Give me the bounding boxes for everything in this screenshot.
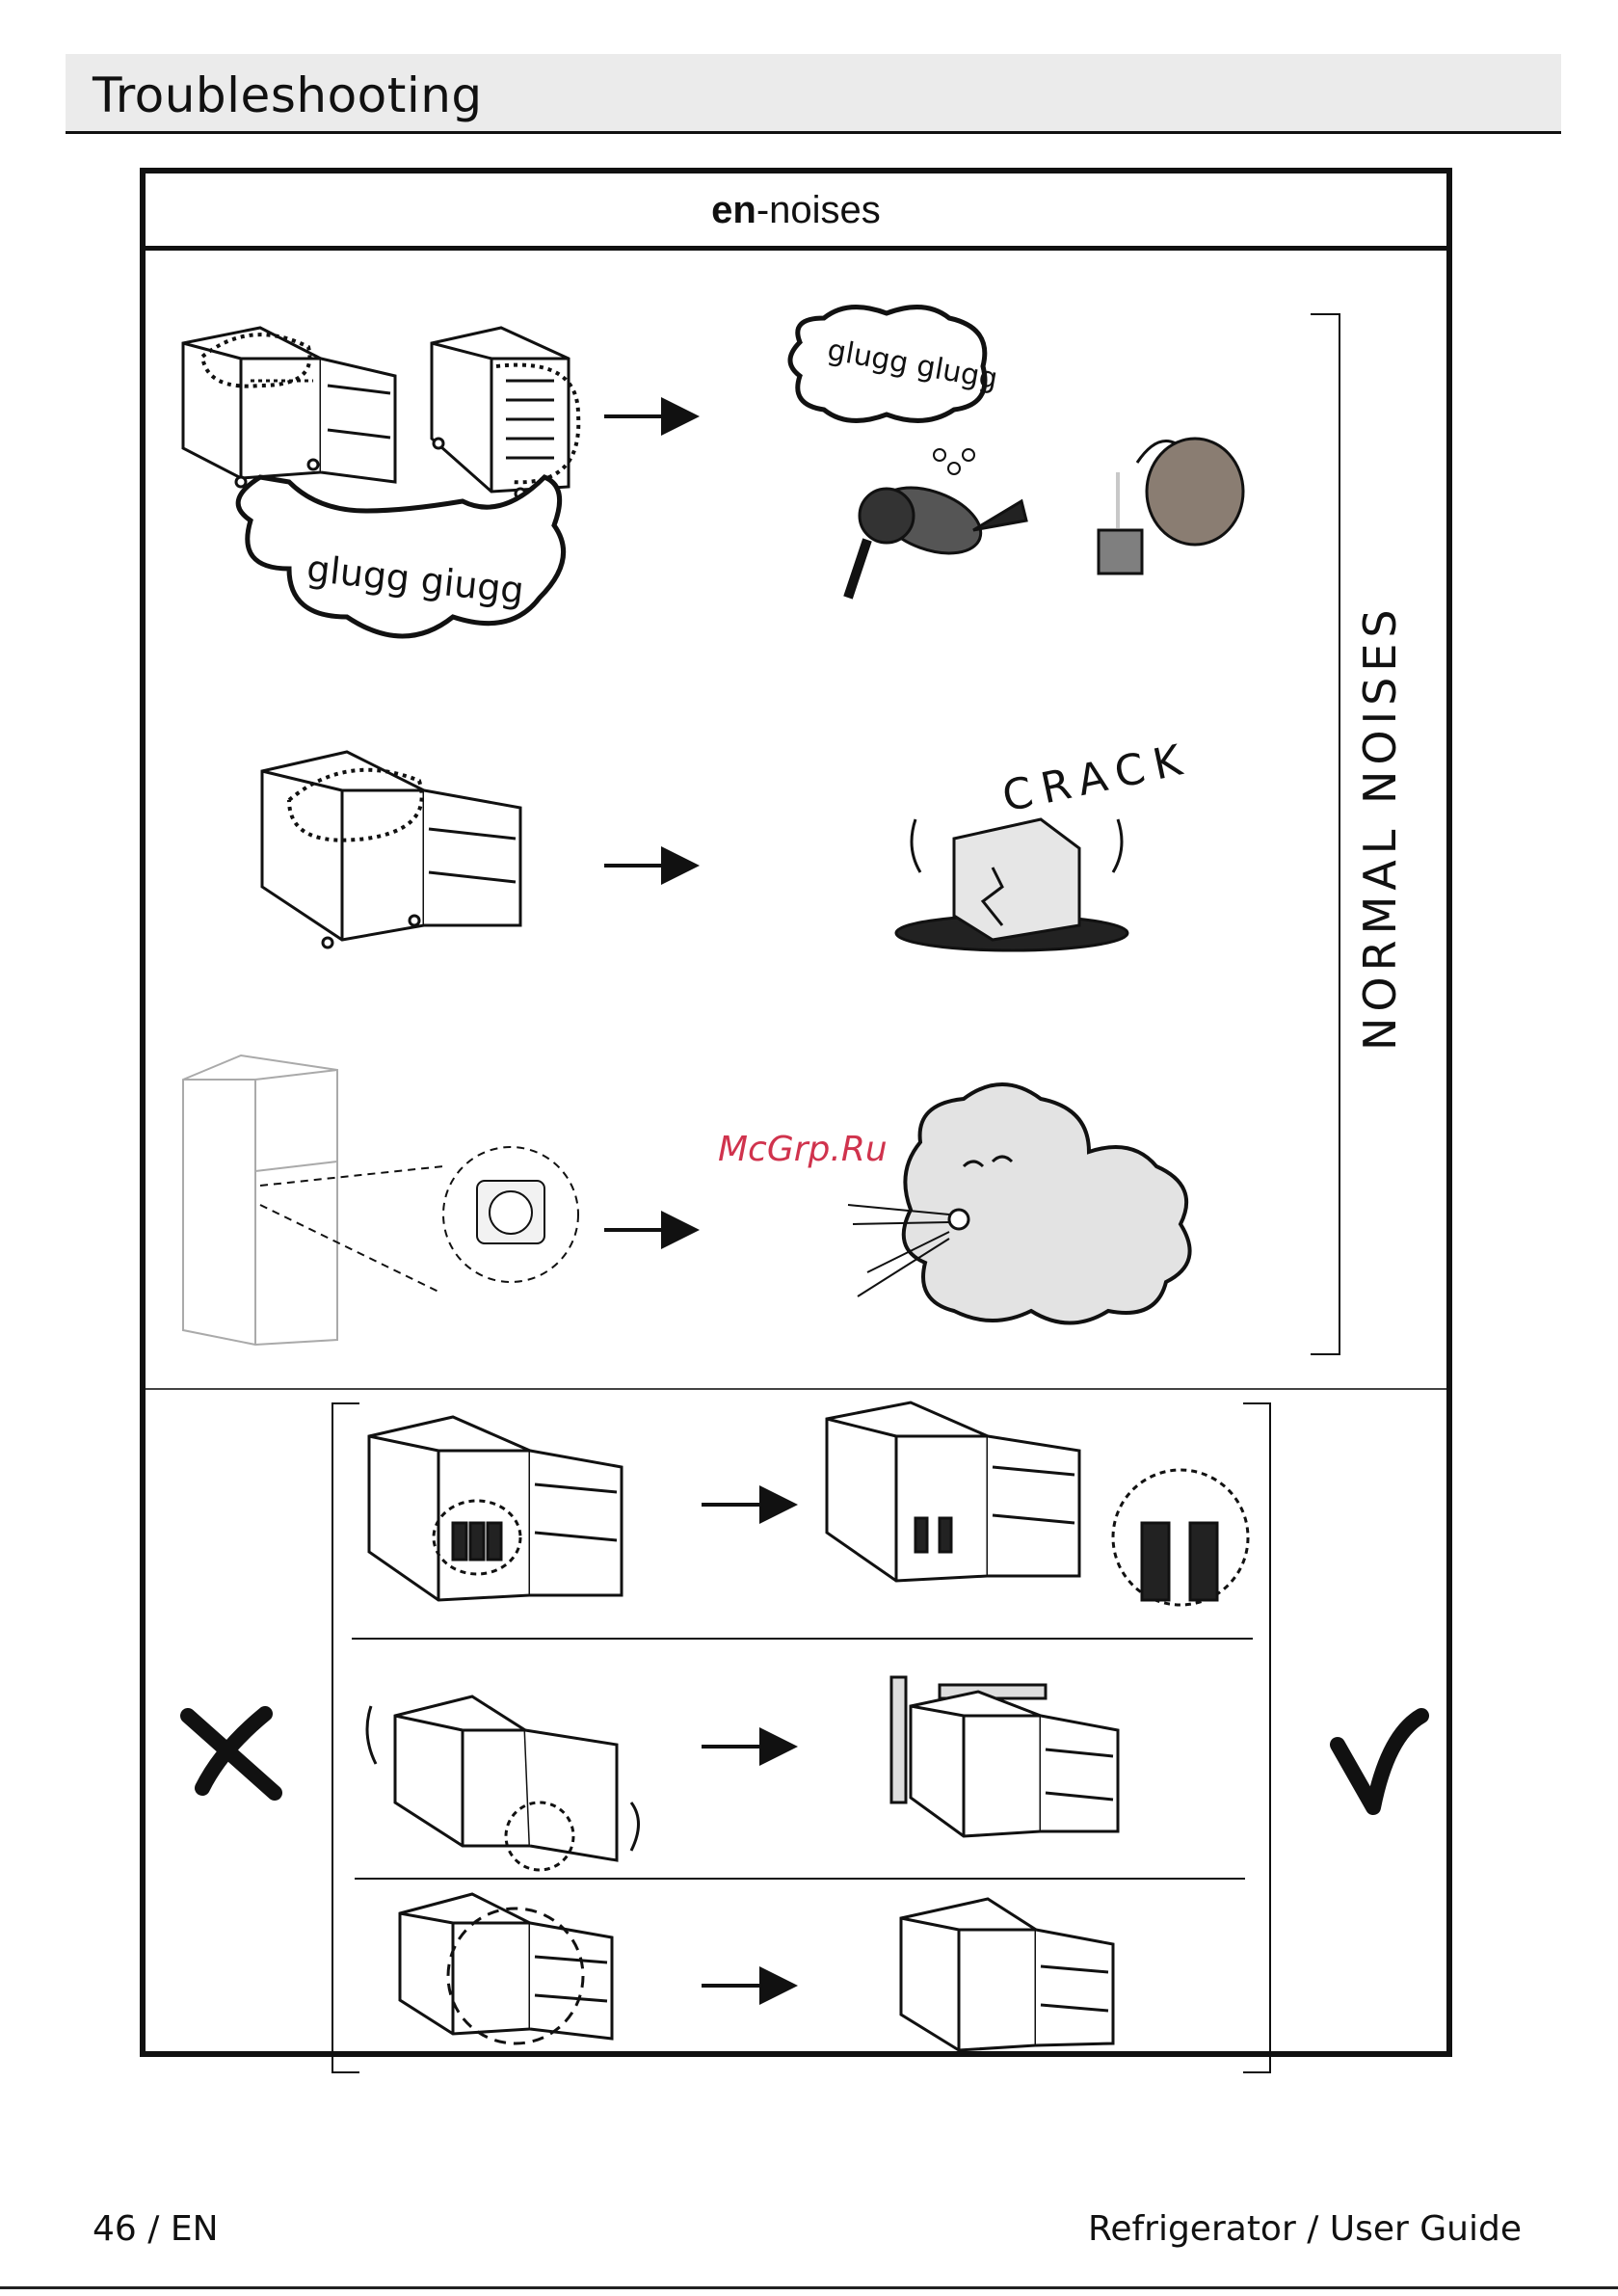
small-glugg-bubble: glugg glugg	[790, 307, 1000, 474]
normal-noises-label: NORMAL NOISES	[1354, 603, 1406, 1051]
wrong-wobble-illustration	[367, 1696, 639, 1870]
right-bracket	[1243, 1403, 1270, 2072]
ice-cube-illustration	[896, 819, 1127, 950]
crack-label: CRACK	[998, 734, 1196, 822]
normal-noises-bracket	[1311, 314, 1339, 1354]
glugg-speech-bubble: glugg giugg	[238, 477, 563, 636]
watermark: McGrp.Ru	[718, 1130, 888, 1169]
left-bracket	[332, 1403, 359, 2072]
wrong-bottles-illustration	[369, 1417, 622, 1600]
fridge-open-illustration-1	[183, 328, 395, 487]
right-bottles-illustration	[827, 1402, 1248, 1605]
fridge-tall-illustration	[183, 1055, 337, 1345]
page-number: 46 / EN	[93, 2209, 219, 2249]
wrong-mark-icon	[188, 1714, 275, 1793]
document-title: Refrigerator / User Guide	[1088, 2209, 1522, 2249]
pitcher-illustration	[1099, 439, 1243, 574]
right-door-illustration	[901, 1899, 1113, 2050]
wrong-door-illustration	[400, 1894, 612, 2043]
diver-illustration	[848, 475, 1026, 598]
footer-rule	[0, 2286, 1618, 2289]
check-mark-icon	[1338, 1716, 1421, 1807]
fridge-open-illustration-2	[262, 752, 520, 948]
right-level-illustration	[891, 1677, 1118, 1836]
fridge-back-illustration	[432, 328, 578, 498]
blowing-cloud-illustration	[848, 1084, 1190, 1323]
